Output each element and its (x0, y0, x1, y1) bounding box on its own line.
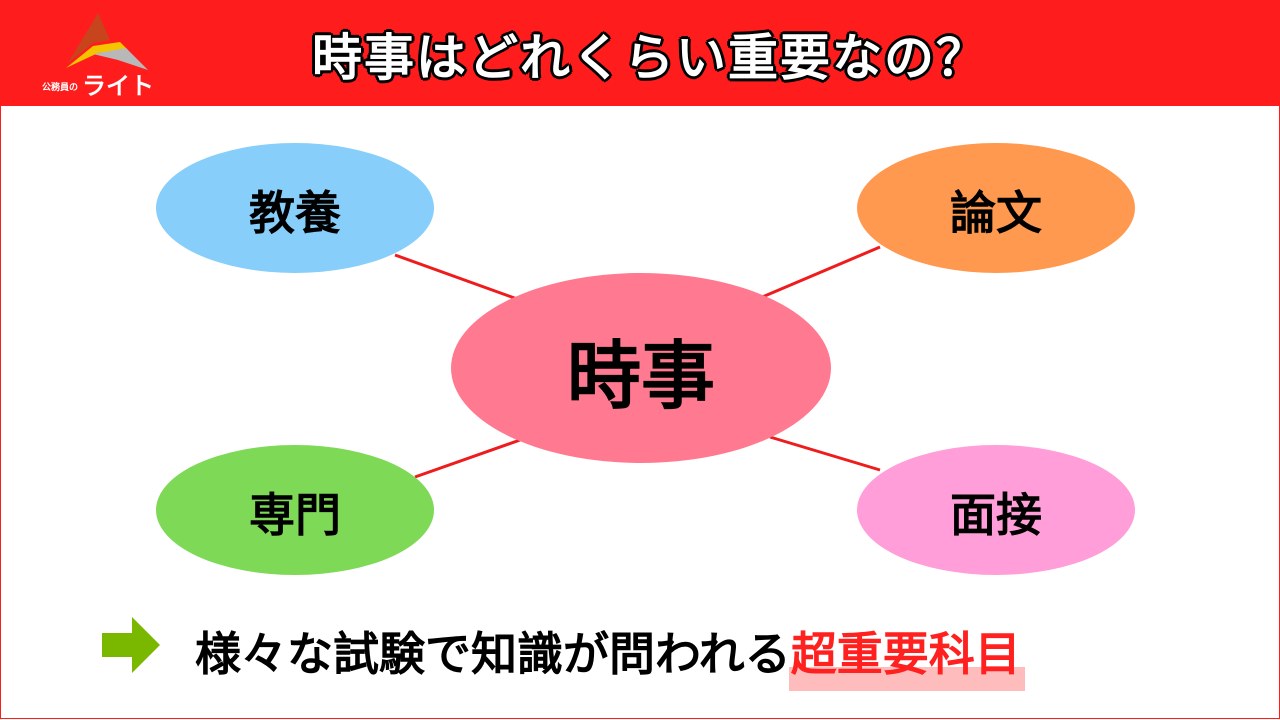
node-label: 論文 (950, 186, 1042, 240)
connector-line (414, 438, 521, 479)
node-label: 専門 (249, 488, 341, 542)
node-ronbun (857, 143, 1135, 273)
node-kyoyo (156, 143, 434, 273)
arrow-right-icon (102, 617, 160, 673)
node-label: 教養 (249, 186, 341, 240)
node-mensetsu (857, 445, 1135, 575)
node-center (451, 273, 831, 463)
node-label: 面接 (950, 488, 1042, 542)
highlight-text: 超重要科目 (790, 627, 1021, 681)
summary-text: 様々な試験で知識が問われる超重要科目 (195, 627, 1021, 681)
connector-line (394, 253, 521, 302)
center-label: 時事 (567, 333, 715, 420)
logo-text: 公務員のライト (42, 72, 155, 100)
connector-line (759, 245, 881, 300)
logo-icon (66, 13, 148, 70)
node-senmon (156, 445, 434, 575)
page-title: 時事はどれくらい重要なの？ (312, 29, 988, 87)
connector-line (769, 435, 881, 472)
header-bar: 公務員のライト 時事はどれくらい重要なの？ (0, 0, 1280, 106)
